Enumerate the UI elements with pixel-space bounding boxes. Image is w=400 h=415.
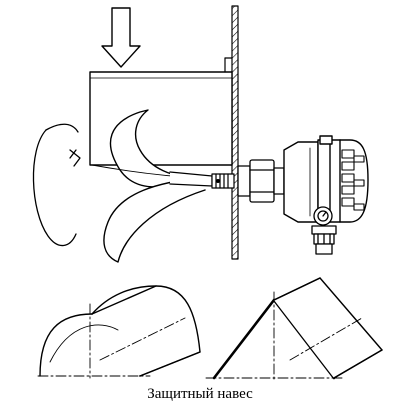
rotation-arrow-icon [33,124,80,245]
canopy-triangular [206,278,382,380]
technical-drawing [0,0,400,385]
mounting-nut [238,160,284,202]
cover-ribs [342,150,364,210]
gauge-icon [314,207,332,225]
probe-shaft [170,172,234,188]
cable-gland [312,226,336,254]
down-arrow-icon [102,8,140,67]
figure-caption: Защитный навес [147,386,253,402]
electronics-housing [284,136,368,222]
tank-wall [232,6,238,259]
canopy-semicylinder [38,286,200,378]
